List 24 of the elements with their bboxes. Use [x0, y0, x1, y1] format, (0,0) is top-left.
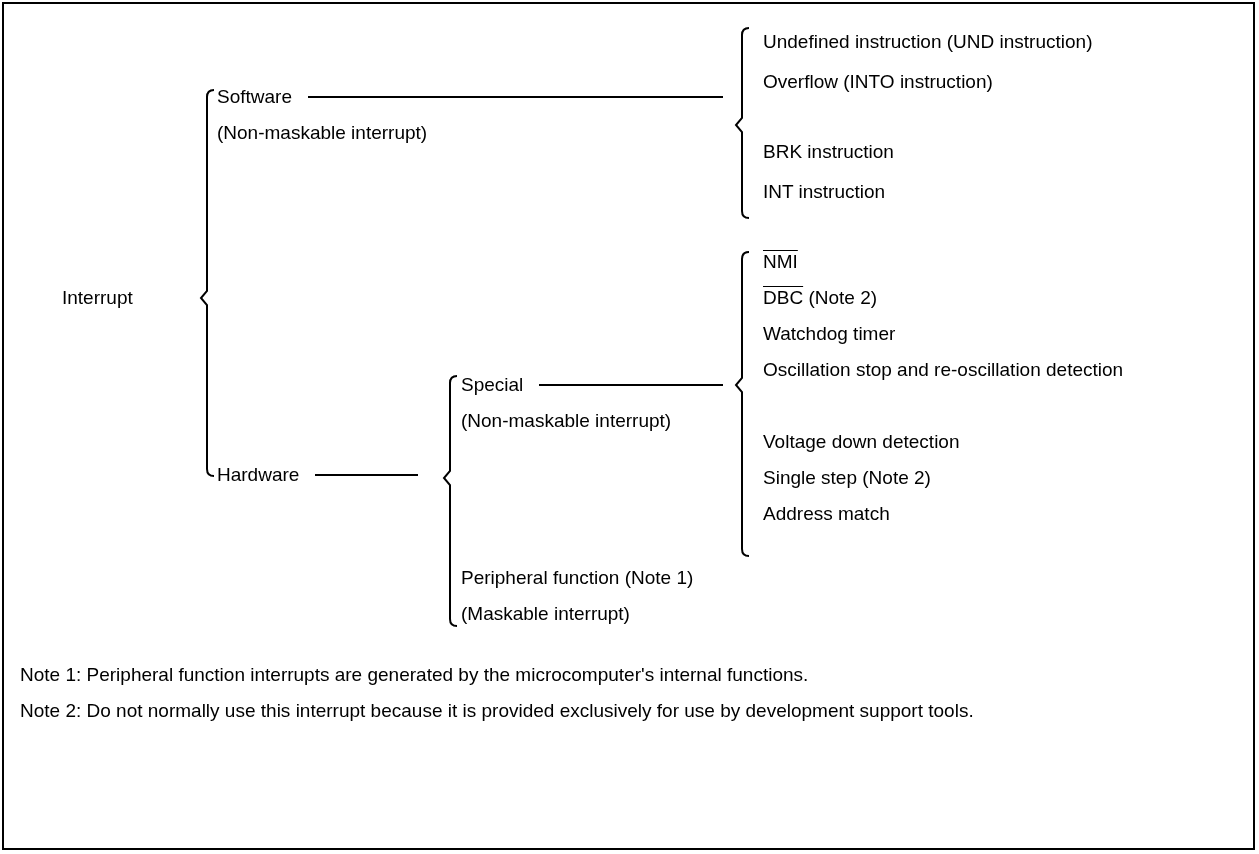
- connector-line: [307, 96, 724, 98]
- category-heading: Software: [217, 85, 292, 109]
- category-text: Undefined instruction (UND instruction): [763, 24, 1093, 60]
- category-note: (Maskable interrupt): [461, 602, 631, 626]
- category-text: Hardware: [217, 457, 300, 493]
- category-text: Address match: [763, 496, 890, 532]
- category-text: Watchdog timer: [763, 316, 896, 352]
- category-text: DBC (Note 2): [763, 280, 878, 316]
- category-text: Single step (Note 2): [763, 460, 931, 496]
- connector-line: [538, 384, 724, 386]
- category-text: Interrupt: [62, 280, 133, 316]
- category-note: (Non-maskable interrupt): [461, 409, 672, 433]
- category-text: BRK instruction: [763, 134, 894, 170]
- footnote: Note 1: Peripheral function interrupts are generated by the microcomputer's internal functions.: [20, 663, 810, 687]
- category-note: (Non-maskable interrupt): [217, 121, 428, 145]
- category-text: NMI: [763, 244, 798, 280]
- category-text: Overflow (INTO instruction): [763, 64, 993, 100]
- category-heading: Special: [461, 373, 524, 397]
- connector-line: [314, 474, 419, 476]
- category-text: Voltage down detection: [763, 424, 960, 460]
- category-text: Oscillation stop and re-oscillation detection: [763, 352, 1203, 388]
- category-text: INT instruction: [763, 174, 886, 210]
- category-heading: Peripheral function (Note 1): [461, 566, 694, 590]
- footnote: Note 2: Do not normally use this interrupt because it is provided exclusively for use by development support tools.: [20, 699, 975, 723]
